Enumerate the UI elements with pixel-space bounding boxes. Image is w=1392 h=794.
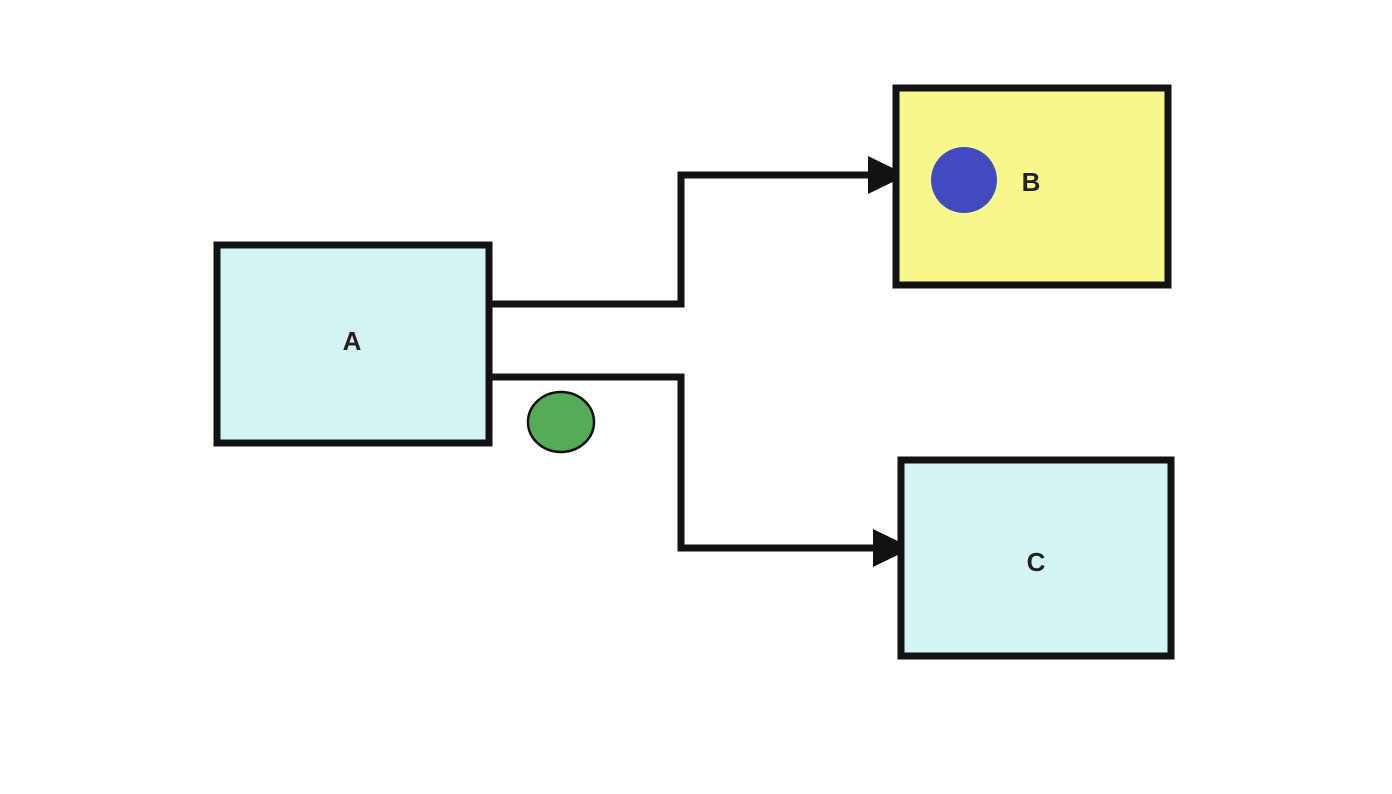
node-a (213, 241, 493, 447)
edge-a-to-c-arrowhead-icon (873, 529, 912, 567)
node-c (897, 456, 1175, 660)
edge-a-to-b-arrowhead-icon (868, 156, 907, 194)
node-c-label: C (1027, 547, 1046, 577)
edge-a-to-b (490, 171, 870, 308)
green-circle (526, 390, 596, 454)
node-b-label: B (1022, 167, 1041, 197)
node-a-label: A (343, 326, 362, 356)
blue-circle (931, 147, 997, 213)
edge-a-to-c (490, 373, 875, 552)
